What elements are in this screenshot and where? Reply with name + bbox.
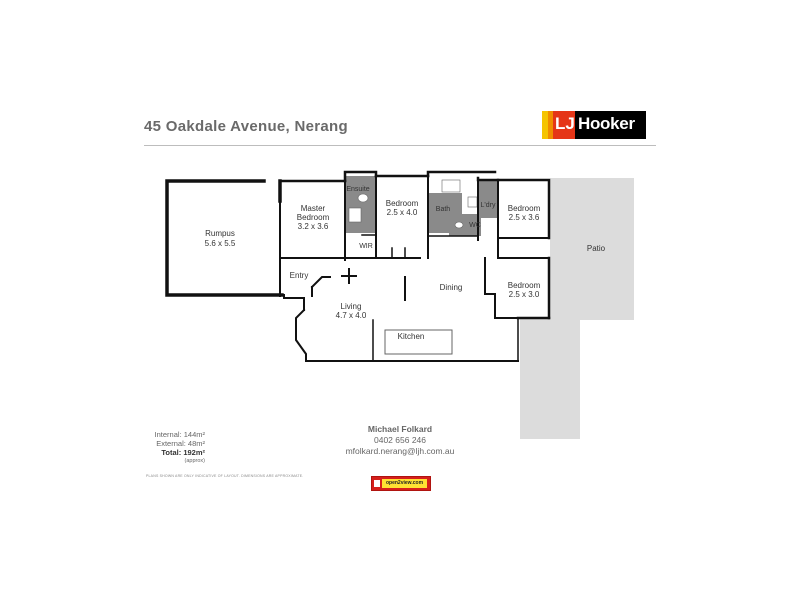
- plan-disclaimer: PLANS SHOWN ARE ONLY INDICATIVE OF LAYOU…: [146, 474, 304, 478]
- header-divider: [144, 145, 656, 146]
- external-area: External: 48m²: [156, 439, 205, 448]
- wc-label: WC: [469, 222, 481, 229]
- logo-lj-text: LJ: [555, 114, 575, 133]
- rumpus-dims: 5.6 x 5.5: [205, 239, 236, 248]
- logo-brand-text: Hooker: [578, 114, 635, 133]
- agent-name: Michael Folkard: [367, 424, 433, 434]
- lj-hooker-logo: LJ Hooker: [542, 111, 646, 139]
- property-address: 45 Oakdale Avenue, Nerang: [144, 118, 348, 135]
- open2view-icon: [374, 480, 380, 487]
- bedroom-a-label: Bedroom: [386, 199, 419, 208]
- bedroom-a-dims: 2.5 x 4.0: [387, 208, 418, 217]
- master-label-2: Bedroom: [297, 213, 330, 222]
- bedroom-b-label: Bedroom: [508, 204, 541, 213]
- bedroom-b-dims: 2.5 x 3.6: [509, 213, 540, 222]
- master-label: Master: [301, 204, 326, 213]
- approx-note: (approx): [184, 458, 205, 464]
- room-labels: Rumpus 5.6 x 5.5 Master Bedroom 3.2 x 3.…: [205, 186, 606, 341]
- open2view-text: open2view.com: [382, 479, 427, 488]
- rumpus-label: Rumpus: [205, 229, 235, 238]
- agent-contact: Michael Folkard 0402 656 246 mfolkard.ne…: [330, 424, 470, 457]
- master-dims: 3.2 x 3.6: [298, 222, 329, 231]
- area-summary: Internal: 144m² External: 48m² Total: 19…: [150, 430, 205, 466]
- ldry-label: L'dry: [481, 202, 496, 209]
- entry-label: Entry: [290, 271, 309, 280]
- wir-label: WIR: [359, 243, 373, 250]
- internal-area: Internal: 144m²: [154, 430, 205, 439]
- bedroom-c-label: Bedroom: [508, 281, 541, 290]
- wet-areas: [345, 176, 498, 236]
- total-area: Total: 192m²: [161, 448, 205, 457]
- living-dims: 4.7 x 4.0: [336, 311, 367, 320]
- ensuite-label: Ensuite: [346, 186, 369, 193]
- agent-phone[interactable]: 0402 656 246: [374, 435, 426, 445]
- bedroom-c-dims: 2.5 x 3.0: [509, 290, 540, 299]
- agent-email[interactable]: mfolkard.nerang@ljh.com.au: [345, 446, 455, 456]
- patio-area: [520, 178, 634, 439]
- living-label: Living: [341, 302, 362, 311]
- patio-label: Patio: [587, 244, 606, 253]
- open2view-badge[interactable]: open2view.com: [371, 476, 431, 491]
- logo-stripe-red: [553, 111, 575, 139]
- dining-label: Dining: [440, 283, 463, 292]
- kitchen-label: Kitchen: [398, 332, 425, 341]
- bath-label: Bath: [436, 206, 451, 213]
- logo-stripe-yellow: [542, 111, 548, 139]
- logo-stripe-orange: [548, 111, 553, 139]
- walls: [165, 170, 551, 362]
